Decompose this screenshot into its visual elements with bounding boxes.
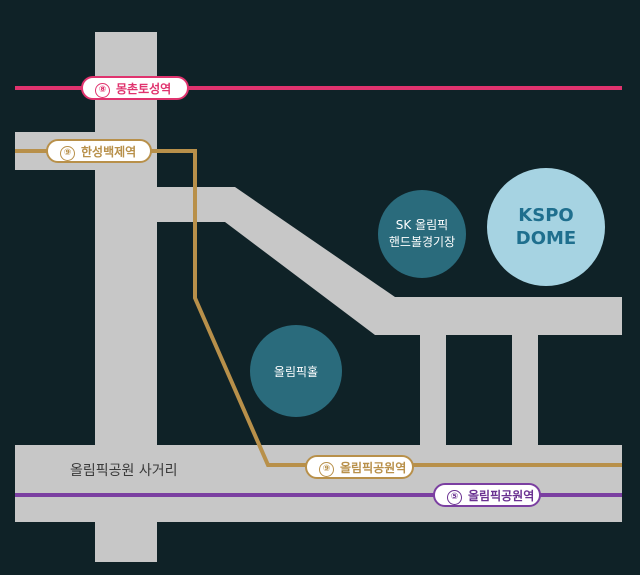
station-name: 몽촌토성역: [116, 82, 172, 96]
venue-name-line2: 핸드볼경기장: [388, 235, 456, 249]
station-mongchon-tosung[interactable]: ⑧ 몽촌토성역: [81, 76, 189, 100]
station-name: 올림픽공원역: [468, 489, 535, 503]
station-hanseong-baekje[interactable]: ⑨ 한성백제역: [46, 139, 152, 163]
venue-name-line2: DOME: [515, 228, 577, 249]
venue-name-line1: SK 올림픽: [395, 218, 449, 232]
station-olympic-park-line5[interactable]: ⑤ 올림픽공원역: [433, 483, 541, 507]
intersection-label: 올림픽공원 사거리: [70, 463, 178, 479]
station-name: 올림픽공원역: [340, 461, 407, 475]
venue-sk-handball-stadium[interactable]: SK 올림픽 핸드볼경기장: [378, 190, 466, 278]
line-9-badge: ⑨: [60, 146, 75, 161]
venue-name-line1: KSPO: [518, 205, 574, 226]
station-name: 한성백제역: [81, 145, 137, 159]
connector-road-1: [420, 330, 446, 450]
venue-kspo-dome[interactable]: KSPO DOME: [487, 168, 605, 286]
line-9-badge: ⑨: [319, 462, 334, 477]
station-olympic-park-line9[interactable]: ⑨ 올림픽공원역: [305, 455, 414, 479]
connector-road-2: [512, 330, 538, 450]
diagonal-road: [155, 187, 622, 335]
line-5-badge: ⑤: [447, 490, 462, 505]
line-8-badge: ⑧: [95, 83, 110, 98]
venue-name-line1: 올림픽홀: [273, 364, 319, 379]
venue-olympic-hall[interactable]: 올림픽홀: [250, 325, 342, 417]
